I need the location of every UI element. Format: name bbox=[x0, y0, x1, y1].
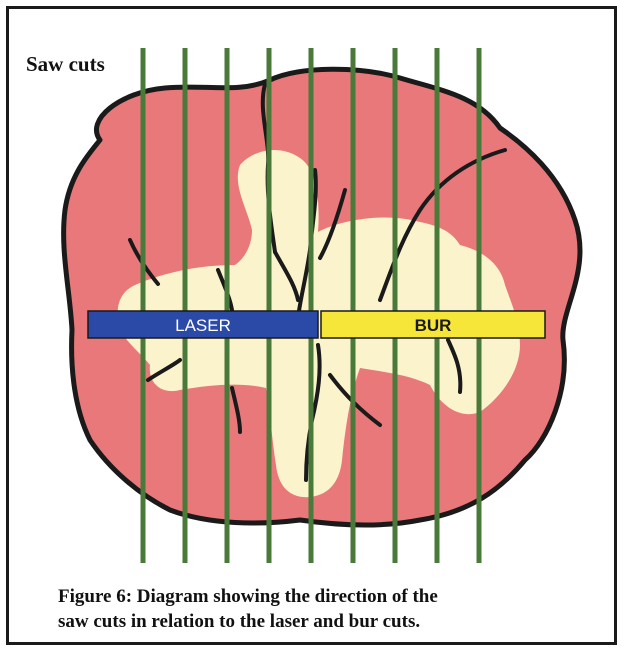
laser-label: LASER bbox=[175, 316, 231, 335]
caption-line-1: Figure 6: Diagram showing the direction … bbox=[58, 584, 598, 609]
saw-cuts-label: Saw cuts bbox=[26, 52, 105, 77]
caption-line-2: saw cuts in relation to the laser and bu… bbox=[58, 609, 598, 634]
bur-label: BUR bbox=[415, 316, 452, 335]
figure-caption: Figure 6: Diagram showing the direction … bbox=[58, 584, 598, 634]
